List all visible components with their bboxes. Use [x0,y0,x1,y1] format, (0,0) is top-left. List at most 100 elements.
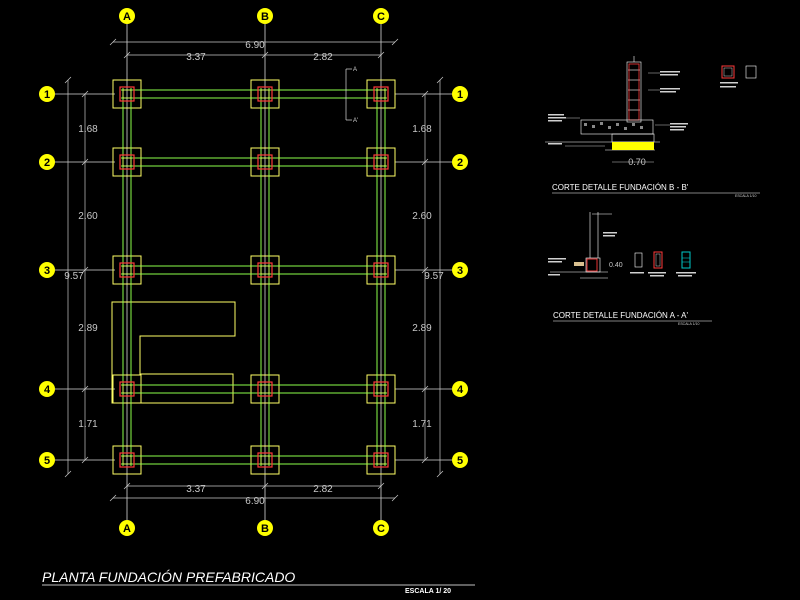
bubble-col-a-top: A [119,8,135,24]
dim-right-seg-2: 2.60 [412,211,432,222]
bubble-row-3-right: 3 [452,262,468,278]
footing [250,147,280,177]
dimension-tick [421,456,429,464]
dim-right-seg-4: 1.71 [412,419,432,430]
detail-a-title: CORTE DETALLE FUNDACIÓN A - A' [553,311,689,320]
bubble-label: 3 [44,265,50,277]
plan-scale: ESCALA 1/ 20 [405,588,451,595]
column-marker [257,154,273,170]
bubble-label: 2 [44,157,50,169]
dim-bottom-right: 2.82 [313,484,333,495]
column-core [376,265,386,275]
footing [250,374,280,404]
bubble-label: 3 [457,265,463,277]
column-core [122,455,132,465]
footing [366,374,396,404]
column-core [260,89,270,99]
detail-b-section [545,56,757,163]
bubble-row-4-right: 4 [452,381,468,397]
column-marker [373,262,389,278]
dimension-tick [261,51,269,59]
bubble-col-a-bottom: A [119,520,135,536]
column-core [260,265,270,275]
footing [250,255,280,285]
column-marker [257,262,273,278]
dimension-tick [109,38,117,46]
column-core [376,157,386,167]
column-marker [373,452,389,468]
dim-bottom-total: 6.90 [245,496,265,507]
dimension-tick [81,266,89,274]
bubble-label: 1 [44,89,50,101]
dim-left-seg-1: 1.68 [78,124,98,135]
section-mark-bottom: A' [353,118,358,124]
bubble-label: 5 [457,455,463,467]
column-core [122,265,132,275]
dim-right-total: 9.57 [424,271,444,282]
dimension-tick [377,51,385,59]
bubble-row-5-right: 5 [452,452,468,468]
footing [366,255,396,285]
bubble-label: C [377,523,385,535]
footings [112,79,396,475]
dimension-lines [64,38,444,502]
column-marker [119,262,135,278]
dim-right-seg-1: 1.68 [412,124,432,135]
section-marker [345,68,352,121]
column-marker [119,86,135,102]
footing [112,445,142,475]
footing [366,79,396,109]
bubble-row-2-right: 2 [452,154,468,170]
detail-b-width-dim: 0.70 [628,157,646,167]
dimension-tick [421,158,429,166]
dimension-tick [109,494,117,502]
columns [119,86,389,468]
dim-bottom-left: 3.37 [186,484,206,495]
grid-axes [55,24,452,520]
dimension-tick [421,90,429,98]
detail-a-section [548,212,696,279]
bubble-label: 5 [44,455,50,467]
bubble-col-c-top: C [373,8,389,24]
footing [112,255,142,285]
footing [112,147,142,177]
dimension-tick [64,470,72,478]
detail-a-scale: ESCALA 1/10 [678,322,699,326]
bubble-row-4-left: 4 [39,381,55,397]
footing [366,445,396,475]
bubble-row-3-left: 3 [39,262,55,278]
plan-title: PLANTA FUNDACIÓN PREFABRICADO [42,569,295,585]
dim-left-total: 9.57 [64,271,84,282]
bubble-col-b-top: B [257,8,273,24]
column-core [376,384,386,394]
detail-a-dim: 0.40 [609,262,623,269]
column-core [122,157,132,167]
bubble-label: B [261,11,269,23]
column-core [260,455,270,465]
footing [366,147,396,177]
bubble-label: B [261,523,269,535]
dimension-tick [261,482,269,490]
bubble-label: 4 [44,384,51,396]
detail-b-scale: ESCALA 1/10 [735,194,756,198]
column-core [122,384,132,394]
foundation-beams [121,88,387,466]
dim-right-seg-3: 2.89 [412,323,432,334]
dimension-tick [81,90,89,98]
column-marker [119,154,135,170]
dimension-tick [64,76,72,84]
dim-left-seg-2: 2.60 [78,211,98,222]
column-marker [257,86,273,102]
bubble-label: C [377,11,385,23]
column-core [122,89,132,99]
column-core [376,89,386,99]
footing [250,79,280,109]
column-core [260,157,270,167]
bubble-col-c-bottom: C [373,520,389,536]
column-marker [257,381,273,397]
column-marker [373,381,389,397]
section-mark-top: A [353,67,357,73]
detail-b-title: CORTE DETALLE FUNDACIÓN B - B' [552,183,689,192]
dimension-tick [391,494,399,502]
